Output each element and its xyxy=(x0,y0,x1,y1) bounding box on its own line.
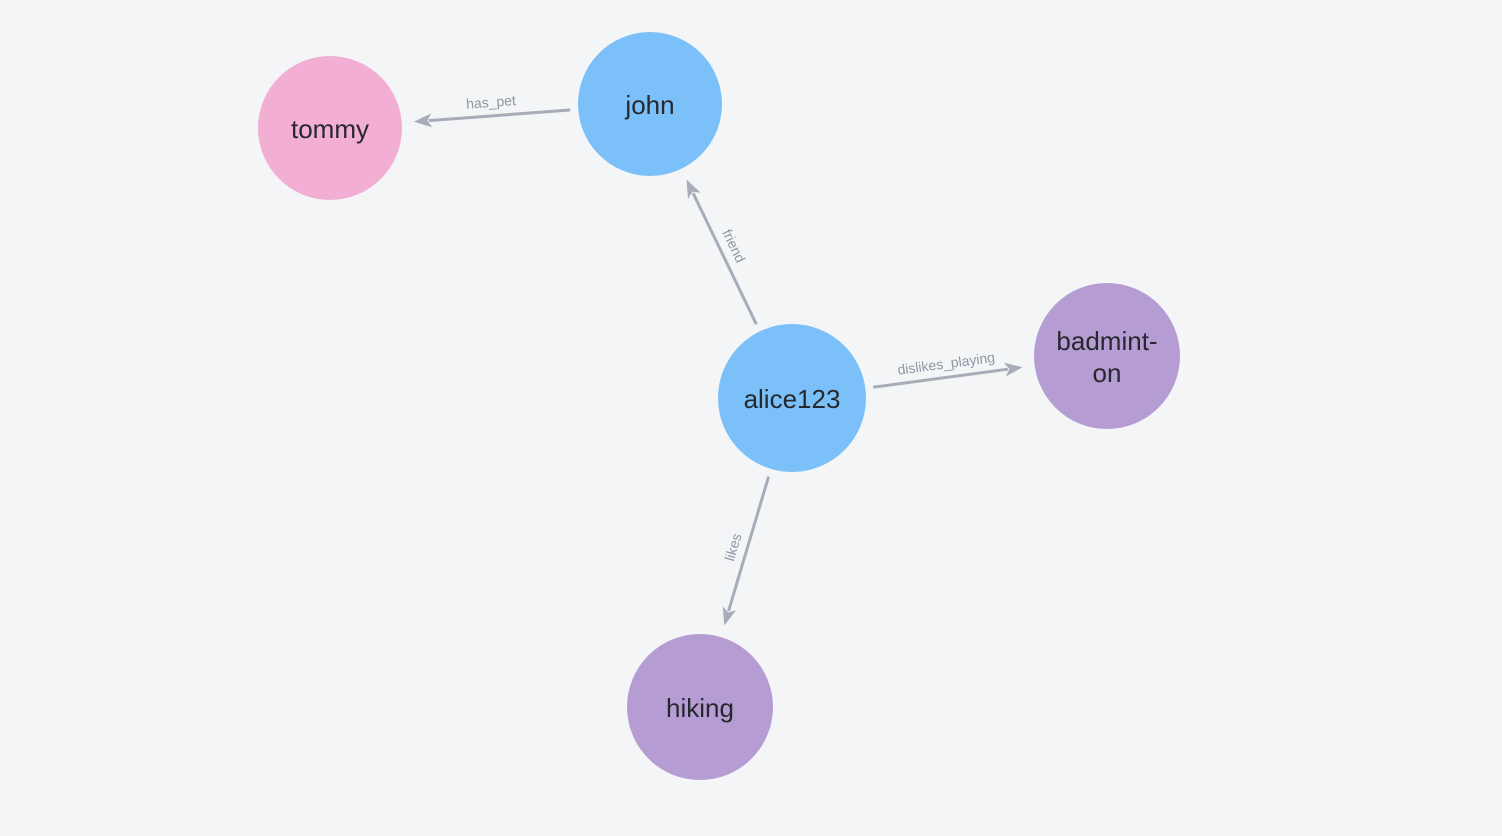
edge-line[interactable] xyxy=(428,108,571,123)
edge-arrowhead-icon xyxy=(413,113,433,128)
node-label: john xyxy=(624,90,674,120)
node-circle[interactable] xyxy=(718,324,866,472)
edge-line[interactable] xyxy=(727,476,771,612)
node-circle[interactable] xyxy=(1034,283,1180,429)
edge-arrowhead-icon xyxy=(686,179,701,199)
node-circle[interactable] xyxy=(258,56,402,200)
graph-edge-dislikes_playing[interactable]: dislikes_playing xyxy=(873,349,1023,389)
graph-node-john[interactable]: john xyxy=(578,32,722,176)
edge-label: has_pet xyxy=(466,92,517,112)
graph-node-hiking[interactable]: hiking xyxy=(627,634,773,780)
edge-arrowhead-icon xyxy=(722,606,737,626)
edge-line[interactable] xyxy=(691,192,758,325)
node-label: alice123 xyxy=(744,384,841,414)
graph-node-badminton[interactable]: badmint-on xyxy=(1034,283,1180,429)
graph-edge-friend[interactable]: friend xyxy=(680,177,758,325)
node-label: badmint-on xyxy=(1056,326,1157,388)
graph-node-alice123[interactable]: alice123 xyxy=(718,324,866,472)
graph-node-tommy[interactable]: tommy xyxy=(258,56,402,200)
edge-arrowhead-icon xyxy=(1003,362,1023,377)
graph-edge-has_pet[interactable]: has_pet xyxy=(413,92,571,129)
node-label: hiking xyxy=(666,693,734,723)
edge-label: likes xyxy=(721,531,744,562)
edge-line[interactable] xyxy=(873,367,1009,389)
node-circle[interactable] xyxy=(578,32,722,176)
node-label: tommy xyxy=(291,114,369,144)
node-circle[interactable] xyxy=(627,634,773,780)
graph-edge-likes[interactable]: likes xyxy=(718,476,771,628)
